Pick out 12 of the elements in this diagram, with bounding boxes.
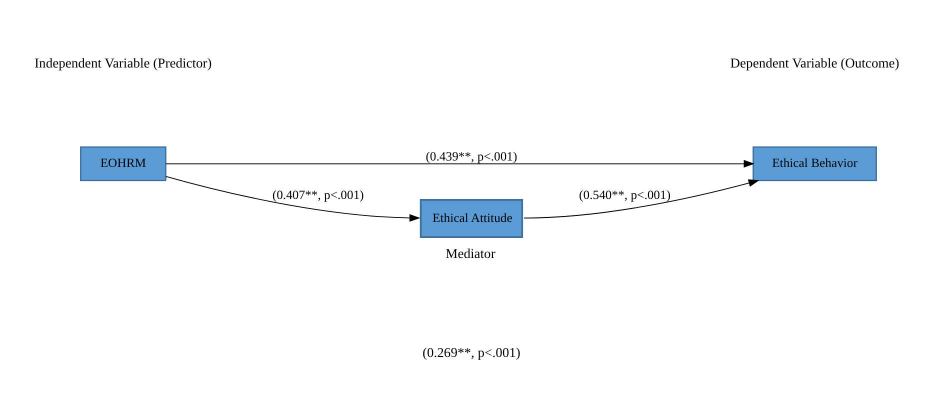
label: Dependent Variable (Outcome) xyxy=(730,54,900,70)
node-box: EOHRM xyxy=(80,146,166,181)
arrow xyxy=(165,175,420,222)
label: Independent Variable (Predictor) xyxy=(34,54,212,70)
node-label: Mediator xyxy=(446,245,496,260)
label: (0.269**, p<.001) xyxy=(422,344,520,360)
arrow xyxy=(524,178,760,218)
edge-label: (0.407**, p<.001) xyxy=(272,188,364,202)
edge-label: (0.540**, p<.001) xyxy=(579,188,671,202)
arrow xyxy=(166,159,755,168)
edge-label: (0.439**, p<.001) xyxy=(426,148,518,163)
node-box: Ethical Behavior xyxy=(752,146,877,181)
